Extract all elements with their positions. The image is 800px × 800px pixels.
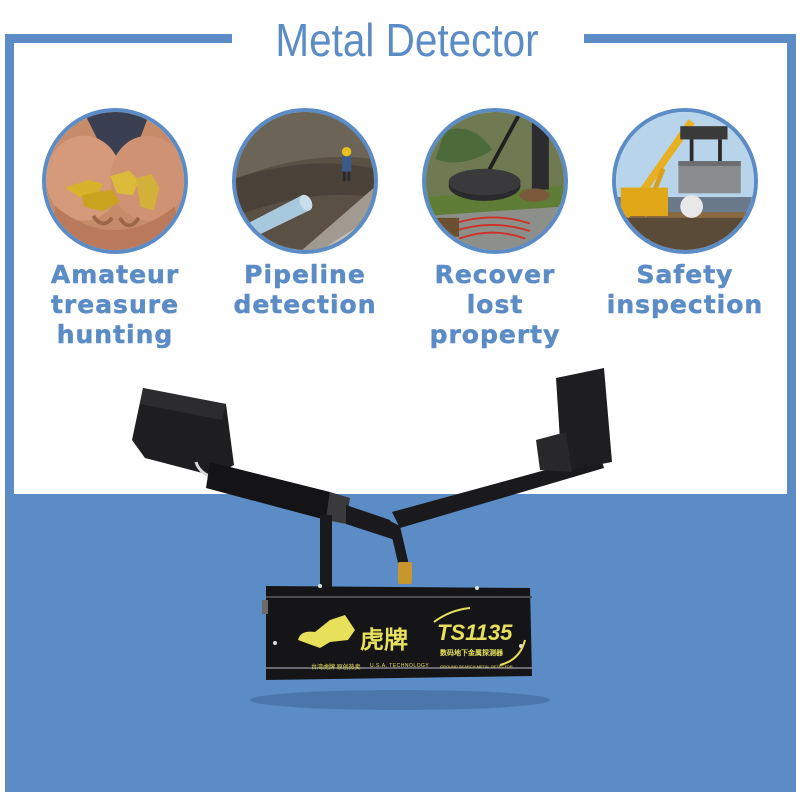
caption-treasure-hunting: Amateur treasure hunting xyxy=(20,260,210,350)
caption-line: Recover xyxy=(434,260,556,290)
left-sensor-head xyxy=(132,388,234,482)
recover-property-image xyxy=(422,108,568,254)
caption-line: lost xyxy=(466,290,524,320)
gold-nuggets-icon xyxy=(46,112,184,250)
brand-slogan-label: 台湾虎牌 原创热卖 xyxy=(311,665,361,671)
pipeline-image xyxy=(232,108,378,254)
caption-safety-inspection: Safety inspection xyxy=(590,260,780,320)
origin-label: U.S.A. TECHNOLOGY xyxy=(370,663,430,669)
caption-line: property xyxy=(429,320,561,350)
product-subtitle-en: GROUND SEARCH METAL DETECTOR xyxy=(440,664,513,669)
right-sensor-head xyxy=(536,368,612,472)
pipeline-trench-icon xyxy=(236,112,374,250)
use-case-treasure-hunting: Amateur treasure hunting xyxy=(20,108,210,350)
brand-chinese-label: 虎牌 xyxy=(360,627,408,654)
caption-pipeline-detection: Pipeline detection xyxy=(210,260,400,320)
crane-container-icon xyxy=(616,112,754,250)
gold-nuggets-image xyxy=(42,108,188,254)
caption-line: detection xyxy=(233,290,377,320)
caption-line: hunting xyxy=(56,320,174,350)
use-case-pipeline-detection: Pipeline detection xyxy=(210,108,400,320)
frame-top-right-line xyxy=(584,34,796,43)
caption-line: treasure xyxy=(50,290,180,320)
frame-right-line xyxy=(787,34,796,494)
use-case-recover-property: Recover lost property xyxy=(400,108,590,350)
model-label: TS1135 xyxy=(437,620,513,645)
caption-line: Pipeline xyxy=(244,260,366,290)
caption-recover-property: Recover lost property xyxy=(400,260,590,350)
frame-left-line xyxy=(5,34,14,494)
frame-top-left-line xyxy=(5,34,232,43)
page-title: Metal Detector xyxy=(275,14,539,66)
caption-line: Safety xyxy=(636,260,734,290)
caption-line: Amateur xyxy=(50,260,180,290)
caption-line: inspection xyxy=(606,290,764,320)
safety-inspection-image xyxy=(612,108,758,254)
product-subtitle-cn: 数码地下金属探测器 xyxy=(440,650,503,657)
metal-detector-scan-icon xyxy=(426,112,564,250)
use-case-safety-inspection: Safety inspection xyxy=(590,108,780,320)
